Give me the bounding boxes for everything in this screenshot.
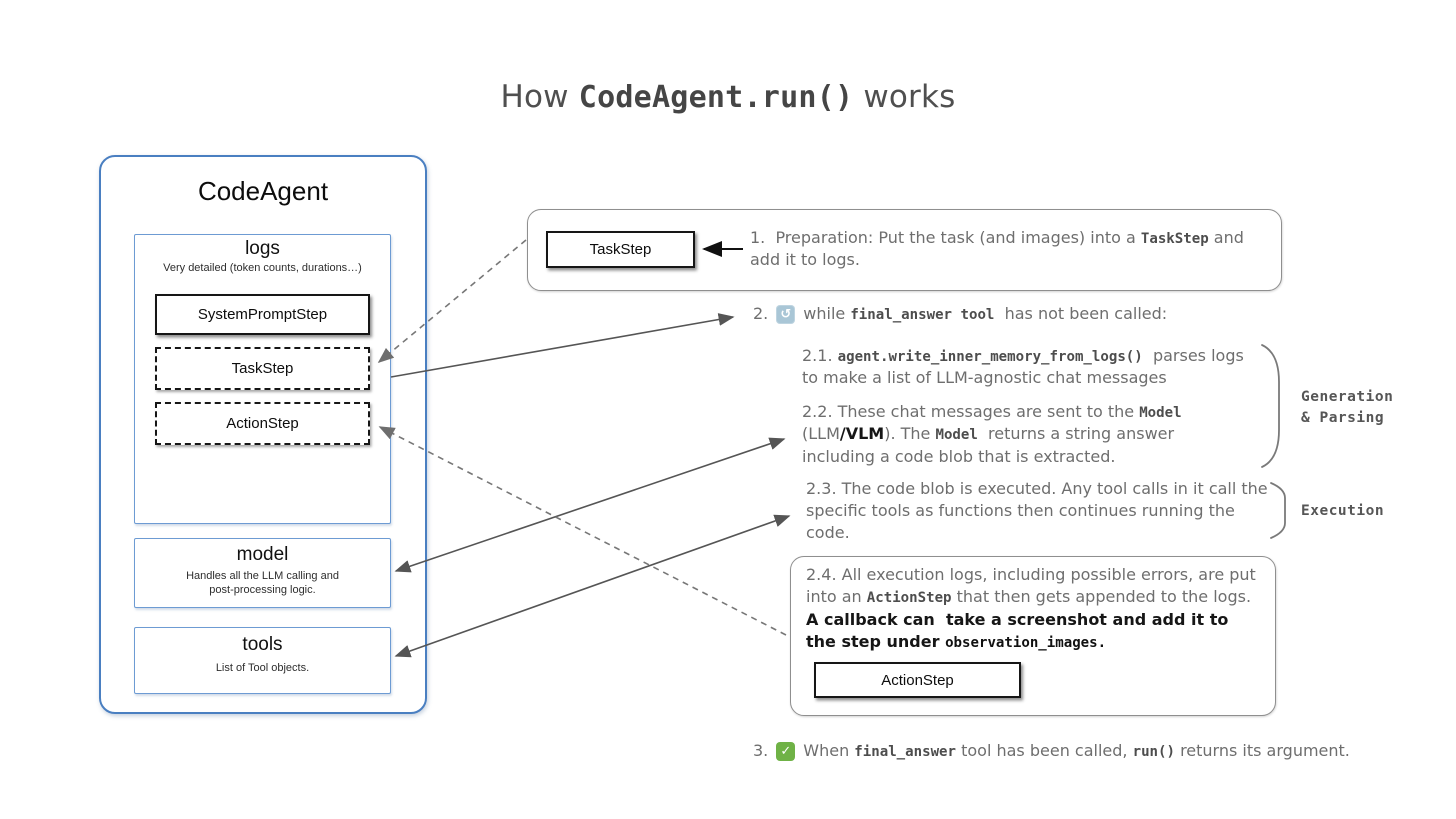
step24-actionstep-chip: ActionStep <box>814 662 1021 698</box>
generation-parsing-label: Generation & Parsing <box>1301 389 1394 427</box>
step1-taskstep-chip: TaskStep <box>546 231 695 268</box>
check-mark-icon: ✓ <box>776 742 796 761</box>
actionstep-chip: ActionStep <box>155 402 370 445</box>
taskstep-chip: TaskStep <box>155 347 370 390</box>
step3-row: 3. ✓ When final_answer tool has been cal… <box>753 740 1350 762</box>
systemprompt-step-label: SystemPromptStep <box>197 306 328 323</box>
tools-label: tools <box>242 634 283 655</box>
step21-text: 2.1. agent.write_inner_memory_from_logs(… <box>802 346 1249 388</box>
step3-text: When final_answer tool has been called, … <box>803 741 1350 760</box>
arrow-logs-taskstep-to-step2 <box>390 313 735 378</box>
step2-text: while final_answer tool has not been cal… <box>803 304 1168 323</box>
step1-text: 1. Preparation: Put the task (and images… <box>750 228 1249 270</box>
step24-text: 2.4. All execution logs, including possi… <box>806 565 1261 651</box>
step3-number: 3. <box>753 741 769 760</box>
arrow-step24-to-logs-actionstep <box>378 426 787 636</box>
execution-label: Execution <box>1301 503 1385 519</box>
systemprompt-step-chip: SystemPromptStep <box>155 294 370 335</box>
generation-parsing-brace <box>1261 344 1280 468</box>
model-subtitle: Handles all the LLM calling and post-pro… <box>186 570 339 596</box>
model-label: model <box>236 544 289 565</box>
logs-label: logs <box>245 238 280 259</box>
step2-row: 2. ↺ while final_answer tool has not bee… <box>753 303 1167 325</box>
codeagent-label: CodeAgent <box>197 176 329 206</box>
step22-text: 2.2. These chat messages are sent to the… <box>802 402 1187 466</box>
tools-box <box>134 627 391 694</box>
model-box <box>134 538 391 608</box>
taskstep-label: TaskStep <box>231 360 294 377</box>
arrow-tools-to-step23 <box>394 514 791 658</box>
tools-subtitle: List of Tool objects. <box>215 662 310 674</box>
slide-title: How CodeAgent.run() works <box>500 79 956 115</box>
arrow-model-to-step22 <box>394 437 786 573</box>
step1-taskstep-label: TaskStep <box>589 241 652 258</box>
logs-subtitle: Very detailed (token counts, durations…) <box>163 262 362 274</box>
step2-number: 2. <box>753 304 769 323</box>
step23-text: 2.3. The code blob is executed. Any tool… <box>806 479 1273 543</box>
loop-refresh-icon: ↺ <box>776 305 796 324</box>
step24-actionstep-label: ActionStep <box>881 671 954 689</box>
actionstep-label: ActionStep <box>226 415 299 432</box>
